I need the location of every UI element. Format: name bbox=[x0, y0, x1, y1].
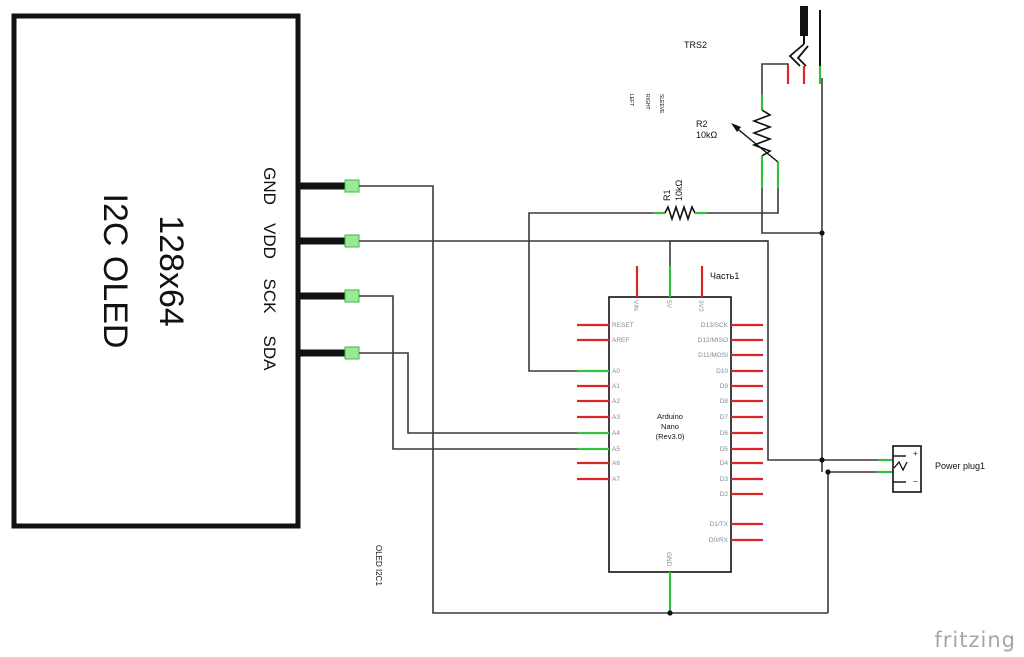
r2-value: 10kΩ bbox=[696, 130, 718, 140]
oled-pin-sck-label: SCK bbox=[260, 279, 279, 315]
wire-trs-pot[interactable] bbox=[761, 63, 789, 95]
nano-pin-a4-label: A4 bbox=[612, 430, 620, 437]
resistor-r1: R1 10kΩ bbox=[653, 179, 707, 222]
wire-pot-sleeve[interactable] bbox=[761, 188, 822, 234]
nano-pin-d0-label: D0/RX bbox=[709, 537, 729, 544]
r1-zigzag bbox=[664, 204, 696, 222]
nano-pin-aref-label: AREF bbox=[612, 337, 629, 344]
junctions bbox=[667, 230, 831, 616]
power-plug-body bbox=[892, 445, 922, 493]
nano-pin-d11-label: D11/MOSI bbox=[698, 352, 728, 359]
nano-pin-d5-label: D5 bbox=[720, 446, 729, 453]
nano-pin-5v-label: 5V bbox=[665, 300, 672, 309]
power-plug-label: Power plug1 bbox=[935, 461, 985, 471]
oled-title-line1: 128x64 bbox=[152, 215, 190, 327]
r2-arrow-head bbox=[731, 123, 741, 132]
nano-pin-a6-label: A6 bbox=[612, 460, 620, 467]
nano-pin-reset-label: RESET bbox=[612, 322, 634, 329]
trs-contact-sleeve: SLEEVE bbox=[658, 94, 664, 114]
wire-gnd-oled[interactable] bbox=[359, 185, 828, 614]
nano-pin-d8-label: D8 bbox=[720, 398, 729, 405]
junction-sleeve-pot bbox=[819, 230, 825, 236]
nano-pin-a0-label: A0 bbox=[612, 368, 620, 375]
nano-pin-a1-label: A1 bbox=[612, 383, 620, 390]
nano-name-line1: Arduino bbox=[657, 412, 683, 421]
nano-pin-a3-label: A3 bbox=[612, 414, 620, 421]
nano-pin-d1-label: D1/TX bbox=[710, 521, 729, 528]
oled-pin-sda-label: SDA bbox=[260, 336, 279, 372]
oled-pin-gnd-end[interactable] bbox=[344, 179, 360, 193]
oled-pin-sck-end[interactable] bbox=[344, 289, 360, 303]
nano-pin-a7-label: A7 bbox=[612, 476, 620, 483]
arduino-nano: Часть1 Arduino Nano (Rev3.0) VIN 5V 3V3 … bbox=[577, 266, 763, 610]
oled-body bbox=[11, 13, 301, 529]
power-plug-minus-sign: − bbox=[913, 477, 918, 486]
nano-part-label: Часть1 bbox=[710, 271, 739, 281]
nano-name-line2: Nano bbox=[661, 422, 679, 431]
oled-title-line2: I2C OLED bbox=[96, 194, 134, 349]
wire-r1-pot[interactable] bbox=[707, 188, 779, 214]
wire-5v[interactable] bbox=[669, 240, 768, 297]
trs-contact-right: RIGHT bbox=[644, 94, 650, 110]
oled-pin-vdd-label: VDD bbox=[260, 223, 279, 259]
wire-sck-a5[interactable] bbox=[359, 295, 583, 450]
nano-pin-a5-label: A5 bbox=[612, 446, 620, 453]
junction-sleeve-plug bbox=[819, 457, 825, 463]
power-plug-spring bbox=[893, 460, 908, 472]
trs-plug-body bbox=[800, 6, 808, 36]
trs-spring-1 bbox=[788, 43, 805, 67]
wire-a0-r1[interactable] bbox=[528, 212, 653, 372]
nano-pin-3v3-label: 3V3 bbox=[697, 300, 704, 312]
trs-contact-left: LEFT bbox=[628, 94, 634, 106]
nano-pin-d10-label: D10 bbox=[716, 368, 728, 375]
r2-name: R2 bbox=[696, 119, 708, 129]
nano-pin-gnd-label: GND bbox=[665, 552, 672, 567]
oled-pin-vdd-end[interactable] bbox=[344, 234, 360, 248]
oled-pin-sda-end[interactable] bbox=[344, 346, 360, 360]
r1-name: R1 bbox=[662, 189, 672, 201]
nano-pin-d3-label: D3 bbox=[720, 476, 729, 483]
nano-name-line3: (Rev3.0) bbox=[656, 432, 685, 441]
nano-pin-d13-label: D13/SCK bbox=[701, 322, 729, 329]
nano-pin-d7-label: D7 bbox=[720, 414, 729, 421]
r2-zigzag bbox=[751, 109, 773, 157]
trs-label: TRS2 bbox=[684, 40, 707, 50]
potentiometer-r2: R2 10kΩ bbox=[696, 95, 780, 188]
junction-gnd-nano bbox=[667, 610, 673, 616]
trs-jack: TRS2 SLEEVE RIGHT LEFT bbox=[628, 6, 822, 114]
r1-value: 10kΩ bbox=[674, 179, 684, 201]
nano-pin-d4-label: D4 bbox=[720, 460, 729, 467]
nano-pin-d6-label: D6 bbox=[720, 430, 729, 437]
power-plug-plus-sign: + bbox=[913, 449, 918, 458]
nano-pin-d9-label: D9 bbox=[720, 383, 729, 390]
nano-body bbox=[608, 296, 732, 573]
power-plug: + − Power plug1 bbox=[878, 445, 985, 493]
nano-pin-d12-label: D12/MISO bbox=[698, 337, 728, 344]
nano-pin-d2-label: D2 bbox=[720, 491, 729, 498]
r2-wiper-arrow bbox=[733, 125, 779, 163]
junction-gnd-plug bbox=[825, 469, 831, 475]
nano-pin-vin-label: VIN bbox=[632, 300, 639, 311]
wire-sda-a4[interactable] bbox=[359, 352, 583, 434]
fritzing-logo: fritzing bbox=[934, 628, 1016, 652]
nano-pin-a2-label: A2 bbox=[612, 398, 620, 405]
oled-pin-gnd-label: GND bbox=[260, 167, 279, 205]
oled-part-label: OLED I2C1 bbox=[374, 545, 383, 586]
trs-spring-2 bbox=[796, 45, 809, 67]
oled-module: 128x64 I2C OLED GND VDD SCK SDA OLED I2C… bbox=[11, 13, 383, 586]
